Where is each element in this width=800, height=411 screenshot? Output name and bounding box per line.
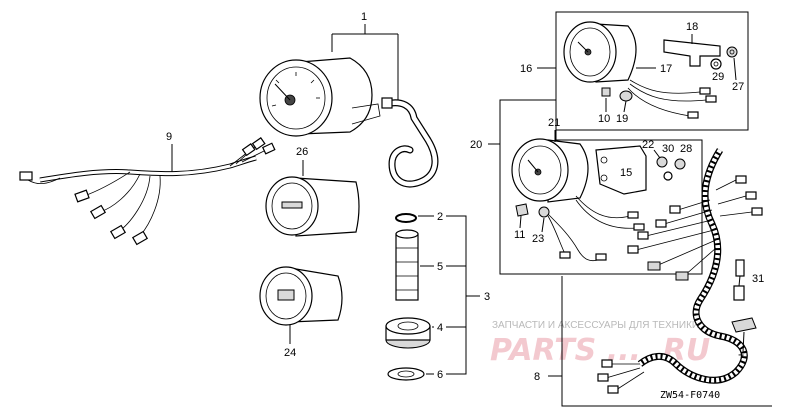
svg-text:3: 3 [484,291,490,303]
svg-text:5: 5 [437,261,443,273]
part-8-main-harness [597,148,763,394]
part-17-bracket-wires [627,79,717,119]
svg-text:4: 4 [437,322,443,334]
group-20-frame: 20 [470,99,703,275]
svg-text:6: 6 [437,369,443,381]
part-24-gauge [259,266,343,326]
svg-text:30: 30 [662,143,674,155]
callout-24: 24 [284,325,296,359]
callout-28: 28 [680,143,692,155]
callout-10: 10 [598,98,610,125]
callout-29: 29 [712,71,724,83]
callout-15: 15 [620,167,632,179]
callout-4: 4 [432,322,443,334]
callout-5: 5 [420,261,443,273]
svg-text:17: 17 [660,63,672,75]
svg-text:1: 1 [361,11,367,23]
callout-3: 3 [446,215,490,375]
callout-23: 23 [532,217,545,245]
part-6-washer [387,367,425,381]
harness-connectors [19,137,276,246]
callout-27: 27 [732,57,744,93]
part-31-fuse [733,259,745,301]
part-5-sleeve [395,229,419,301]
svg-text:8: 8 [534,371,540,383]
group-16-frame: 16 [520,11,749,131]
part-22-nut [656,156,668,168]
diagram-code: ZW54-F0740 [660,390,720,401]
callout-6: 6 [426,369,443,381]
part-19-socket [619,90,633,102]
svg-text:24: 24 [284,347,296,359]
part-7-clip [731,317,757,333]
svg-text:27: 27 [732,81,744,93]
callout-11: 11 [514,215,525,241]
svg-text:9: 9 [166,131,172,143]
callout-30: 30 [662,143,674,155]
svg-text:26: 26 [296,146,308,158]
part-16-gauge [563,21,637,83]
callout-31: 31 [752,273,764,285]
part-29-nut [710,58,722,70]
svg-text:7: 7 [738,353,744,365]
svg-text:18: 18 [686,21,698,33]
svg-text:28: 28 [680,143,692,155]
callout-19: 19 [616,100,628,125]
svg-text:16: 16 [520,63,532,75]
part-30-nut [663,171,673,181]
part-1-speedometer [259,57,439,188]
svg-text:10: 10 [598,113,610,125]
callout-21: 21 [548,117,560,142]
part-26-gauge [265,176,360,237]
callout-9: 9 [166,131,173,172]
part-23-socket-wires [538,195,645,262]
callout-18: 18 [686,21,698,44]
watermark-shop-text: ЗАПЧАСТИ И АКСЕССУАРЫ ДЛЯ ТЕХНИКИ [492,320,699,331]
svg-text:31: 31 [752,273,764,285]
callout-8: 8 [534,276,772,407]
part-9-harness [19,137,276,246]
svg-text:15: 15 [620,167,632,179]
part-11-bulb [515,203,529,217]
part-4-collar [385,317,431,349]
svg-text:22: 22 [642,139,654,151]
callout-26: 26 [296,146,308,176]
part-18-bracket [663,39,721,67]
main-harness-connectors [597,175,763,394]
callout-7: 7 [738,331,745,365]
callout-1: 1 [331,11,399,100]
part-21-gauge [511,138,589,203]
svg-text:20: 20 [470,139,482,151]
callout-17: 17 [636,63,672,75]
svg-text:2: 2 [437,211,443,223]
part-15-bracket [595,145,647,195]
part-10-bulb [601,87,611,97]
part-28-nut [674,158,686,170]
part-27-nut [726,46,738,58]
svg-text:11: 11 [514,229,525,241]
watermark: PARTS ... .RU ЗАПЧАСТИ И АКСЕССУАРЫ ДЛЯ … [490,320,710,368]
svg-text:21: 21 [548,117,560,129]
part-2-oring [395,213,417,223]
svg-text:29: 29 [712,71,724,83]
svg-text:19: 19 [616,113,628,125]
callout-22: 22 [642,139,661,159]
svg-text:23: 23 [532,233,544,245]
callout-2: 2 [418,211,443,223]
